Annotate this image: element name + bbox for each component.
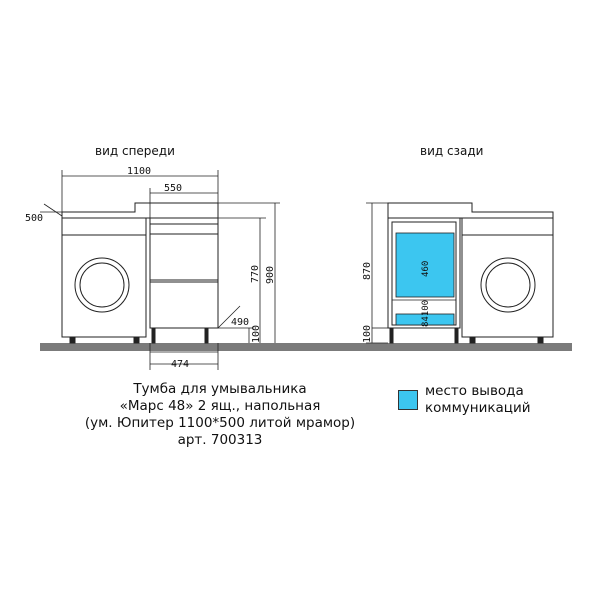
back-countertop xyxy=(387,202,554,219)
caption-line-2: «Марс 48» 2 ящ., напольная xyxy=(119,398,321,414)
product-caption: Тумба для умывальника «Марс 48» 2 ящ., н… xyxy=(60,381,380,449)
floor xyxy=(40,343,572,351)
caption-line-1: Тумба для умывальника xyxy=(133,381,307,397)
back-view-label: вид сзади xyxy=(420,144,483,158)
back-washing-machine xyxy=(461,217,554,344)
dim-total-width: 1100 xyxy=(127,166,151,177)
dim-total-height: 900 xyxy=(265,266,276,284)
dim-back-leg-height: 100 xyxy=(362,325,373,343)
dim-zone-mid: 84100 xyxy=(421,300,431,327)
front-washing-machine xyxy=(61,217,147,344)
caption-line-4: арт. 700313 xyxy=(177,432,263,448)
dim-cabinet-body-width: 474 xyxy=(171,359,189,370)
dim-cabinet-width: 550 xyxy=(164,183,182,194)
legend-text: место вывода коммуникаций xyxy=(425,383,531,417)
dim-leg-height: 100 xyxy=(251,325,262,343)
front-countertop xyxy=(61,202,219,219)
dim-inner-depth: 490 xyxy=(231,317,249,328)
back-communication-zone-upper xyxy=(395,232,455,298)
front-cabinet xyxy=(149,217,219,344)
caption-line-3: (ум. Юпитер 1100*500 литой мрамор) xyxy=(84,415,356,431)
dim-cabinet-height: 770 xyxy=(250,265,261,283)
front-dimension-lines xyxy=(40,170,280,370)
back-communication-zone-lower xyxy=(395,313,455,326)
legend-line-1: место вывода xyxy=(425,383,524,399)
dim-back-height: 870 xyxy=(362,262,373,280)
dim-depth: 500 xyxy=(25,213,43,224)
dim-zone-upper: 460 xyxy=(421,261,431,277)
front-view-label: вид спереди xyxy=(95,144,175,158)
legend-line-2: коммуникаций xyxy=(425,400,531,416)
legend-swatch xyxy=(398,390,418,410)
back-dimension-lines xyxy=(366,202,388,344)
